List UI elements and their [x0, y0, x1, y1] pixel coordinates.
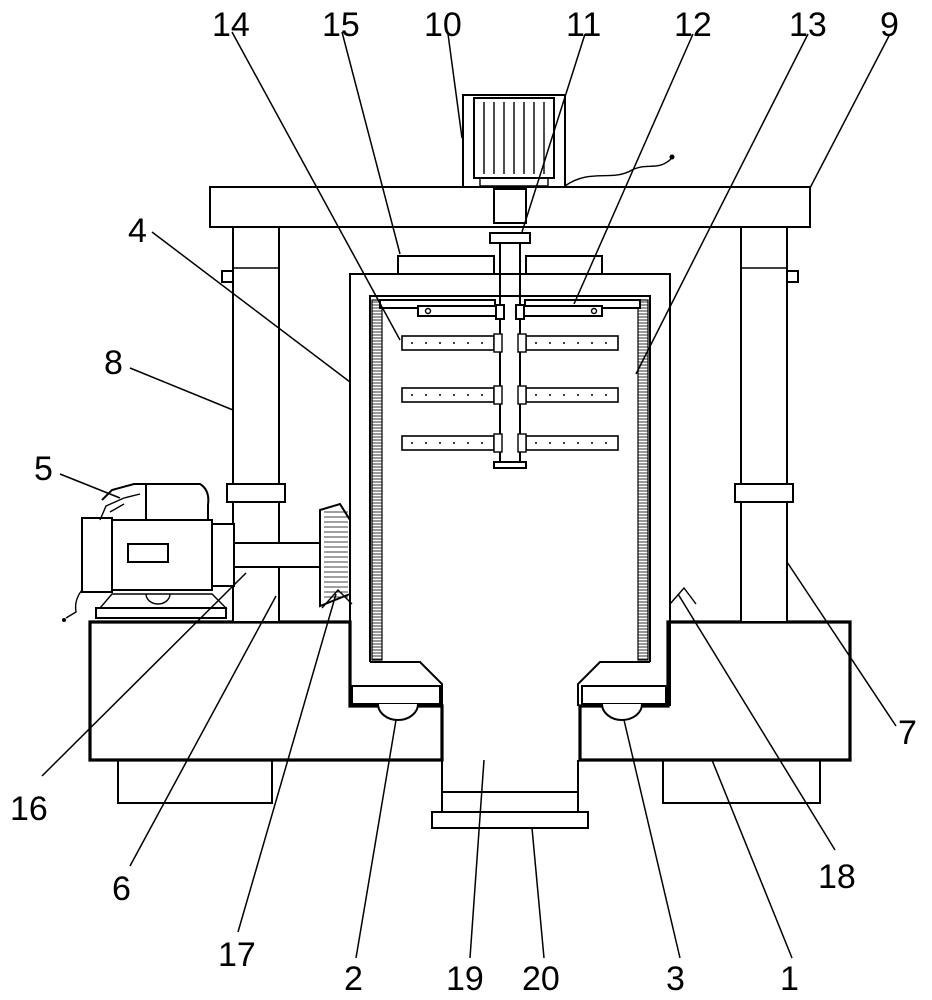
label-3: 3: [666, 960, 685, 998]
feet: [117, 760, 821, 804]
blade: [401, 335, 495, 351]
side-motor: [62, 483, 235, 622]
label-13: 13: [789, 6, 827, 44]
stirring-blades: [401, 333, 619, 453]
blade-hub: [517, 433, 527, 453]
label-18: 18: [818, 858, 856, 896]
heating-layer-left: [371, 299, 383, 661]
label-11: 11: [566, 6, 601, 44]
scraper-arm: [379, 299, 641, 320]
labels: 14 15 10 11 12 13 9 4 8 5 7 16 18 6 17 2…: [10, 6, 917, 998]
right-column: [734, 226, 799, 623]
label-17: 17: [218, 936, 256, 974]
label-10: 10: [424, 6, 462, 44]
label-9: 9: [880, 6, 899, 44]
heating-layer-right: [637, 299, 649, 661]
label-5: 5: [34, 450, 53, 488]
label-1: 1: [780, 960, 799, 998]
tank-cover: [397, 255, 495, 275]
leader-lines: [41, 31, 897, 959]
blade-hub: [493, 433, 503, 453]
label-4: 4: [128, 212, 147, 250]
label-19: 19: [446, 960, 484, 998]
label-7: 7: [898, 714, 917, 752]
discharge-outlet: [431, 760, 589, 829]
blade: [401, 387, 495, 403]
label-16: 16: [10, 790, 48, 828]
blade-hub: [493, 385, 503, 405]
label-12: 12: [674, 6, 712, 44]
drive-shaft: [233, 502, 697, 609]
label-6: 6: [112, 870, 131, 908]
blade: [525, 435, 619, 451]
top-motor: [462, 94, 675, 188]
blade-hub: [517, 385, 527, 405]
blade-hub: [493, 333, 503, 353]
blade: [525, 335, 619, 351]
label-15: 15: [322, 6, 360, 44]
label-8: 8: [104, 344, 123, 382]
shaft-coupling: [489, 188, 531, 469]
label-20: 20: [522, 960, 560, 998]
blade: [525, 387, 619, 403]
bearings: [351, 685, 667, 721]
blade-hub: [517, 333, 527, 353]
blade: [401, 435, 495, 451]
label-14: 14: [212, 6, 250, 44]
tank-body: [349, 273, 671, 706]
base-frame: [88, 620, 852, 762]
label-2: 2: [344, 960, 363, 998]
